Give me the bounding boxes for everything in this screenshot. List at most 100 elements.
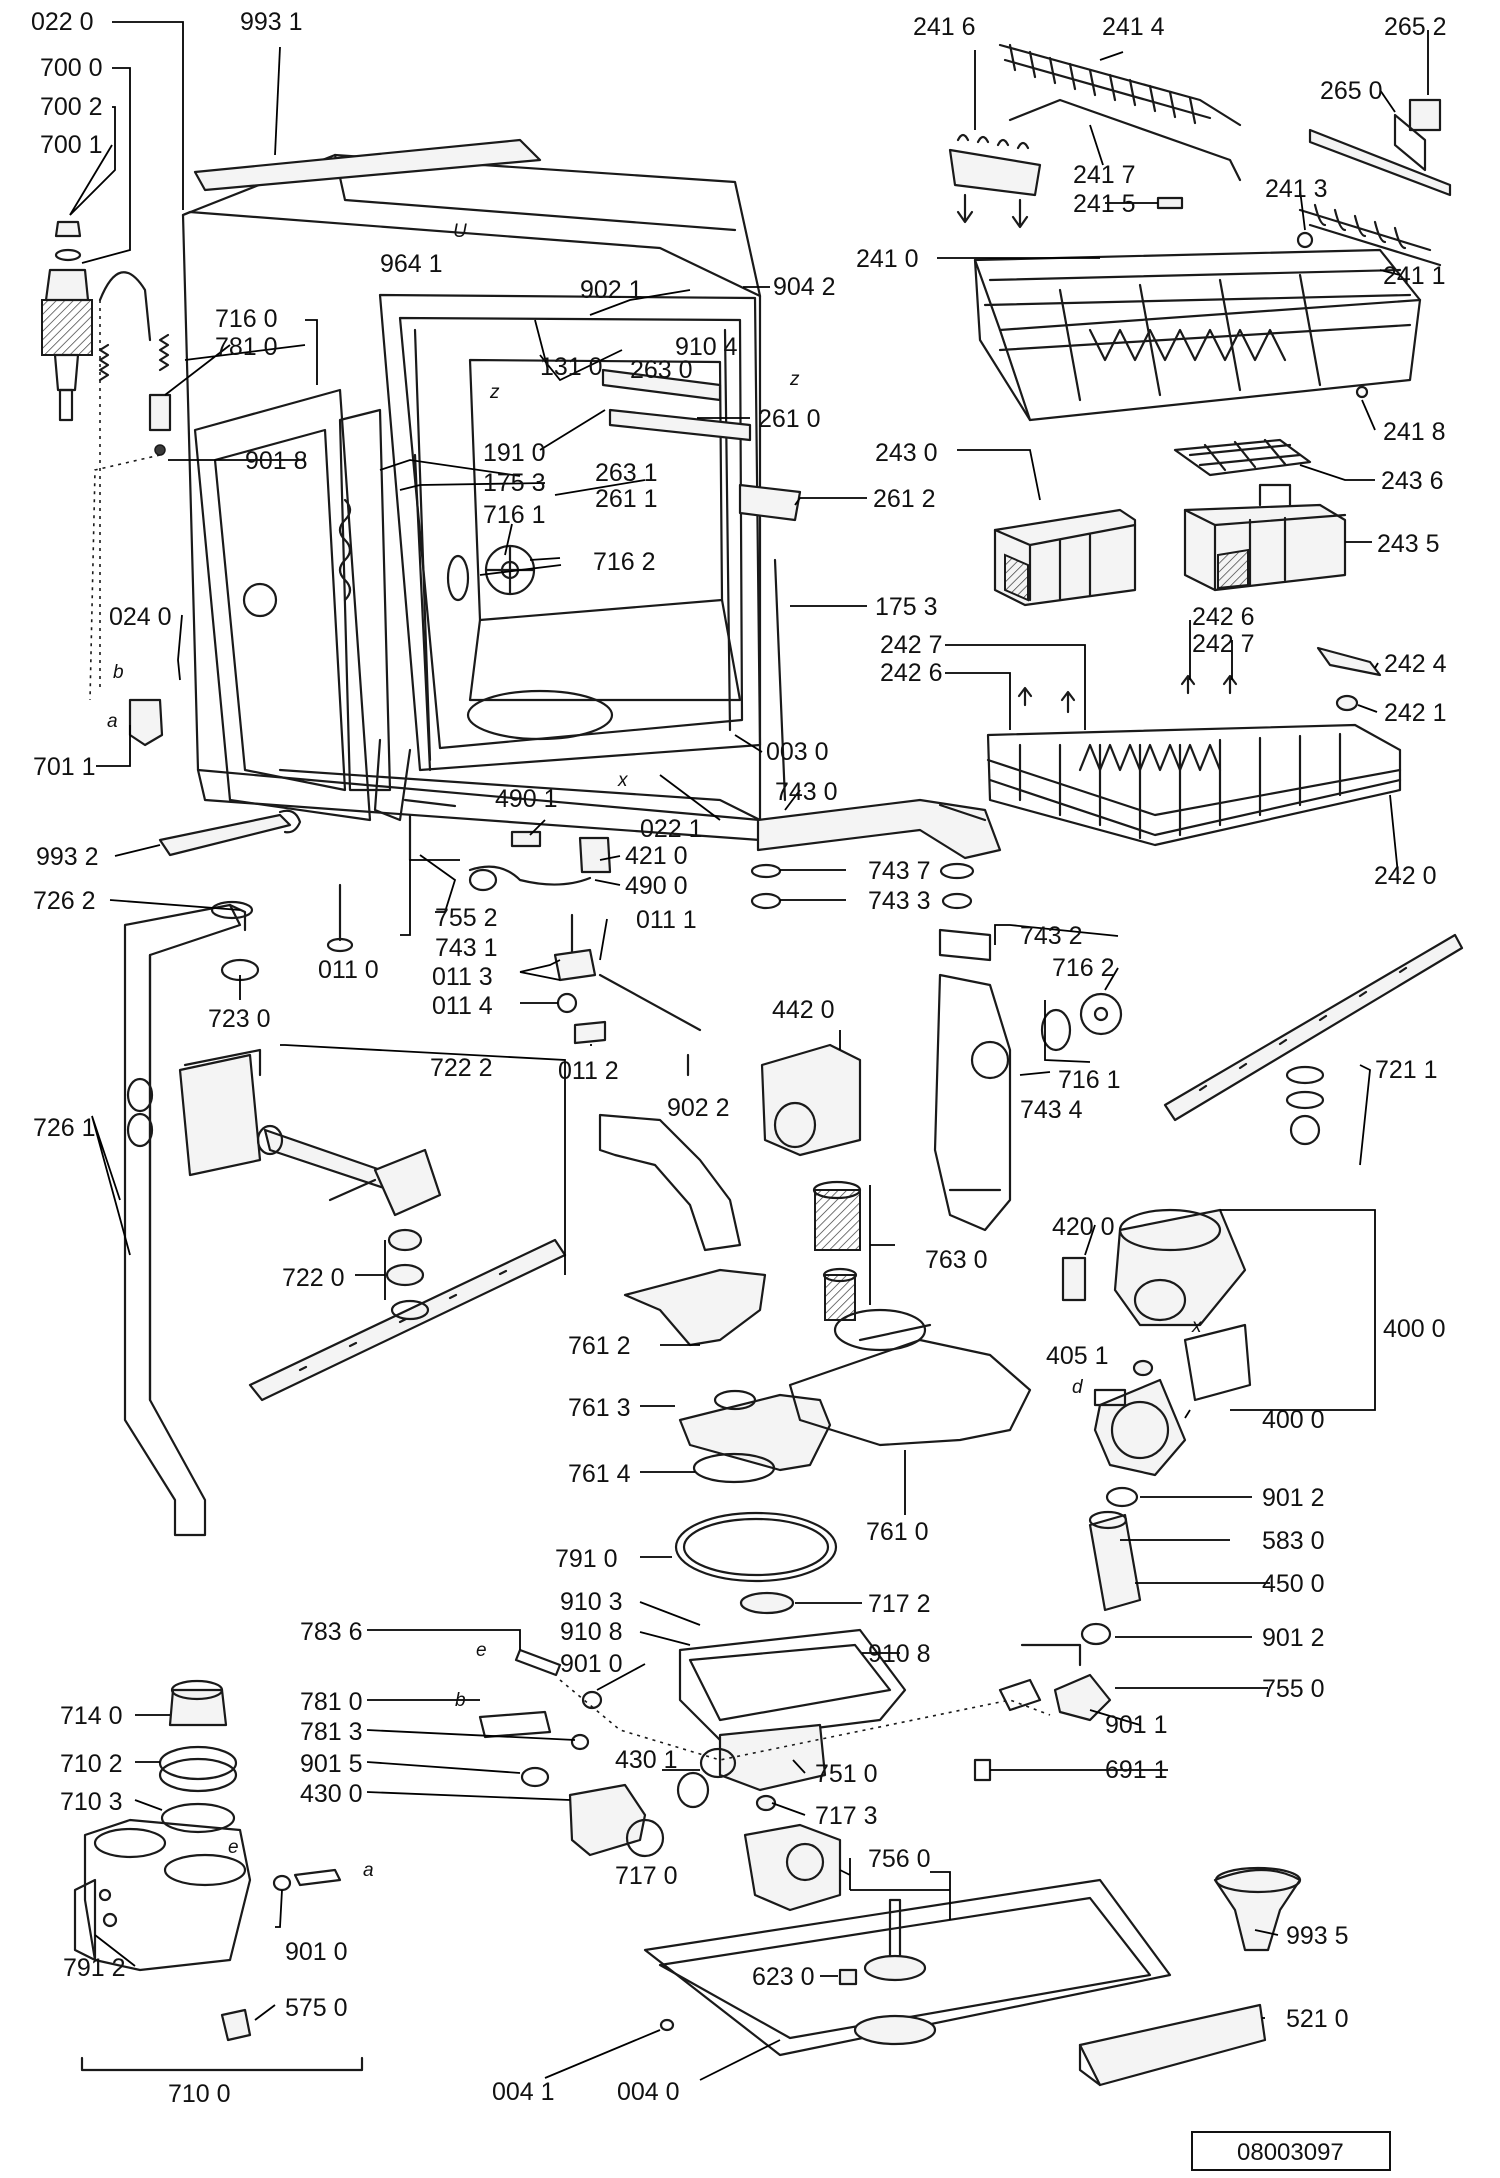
- label-901-0-left: 901 0: [285, 1938, 348, 1966]
- label-265-2: 265 2: [1384, 13, 1447, 41]
- label-241-7: 241 7: [1073, 161, 1136, 189]
- document-number-box: 08003097: [1191, 2131, 1391, 2171]
- label-743-2: 743 2: [1020, 922, 1083, 950]
- lower-basket-assembly: [986, 646, 1402, 847]
- label-241-6: 241 6: [913, 13, 976, 41]
- label-420-0: 420 0: [1052, 1213, 1115, 1241]
- label-743-1: 743 1: [435, 934, 498, 962]
- label-761-4: 761 4: [568, 1460, 631, 1488]
- marker-a-1: a: [107, 711, 118, 732]
- label-783-6: 783 6: [300, 1618, 363, 1646]
- label-691-1: 691 1: [1105, 1756, 1168, 1784]
- label-716-1-top: 716 1: [483, 501, 546, 529]
- label-723-0: 723 0: [208, 1005, 271, 1033]
- label-716-2-top: 716 2: [593, 548, 656, 576]
- label-241-1: 241 1: [1383, 262, 1446, 290]
- label-761-2: 761 2: [568, 1332, 631, 1360]
- label-993-1: 993 1: [240, 8, 303, 36]
- base-plate-assembly: [643, 1866, 1302, 2087]
- label-521-0: 521 0: [1286, 2005, 1349, 2033]
- label-700-2: 700 2: [40, 93, 103, 121]
- marker-e-1: e: [476, 1640, 487, 1661]
- label-450-0: 450 0: [1262, 1570, 1325, 1598]
- label-011-1: 011 1: [636, 906, 697, 934]
- leader-lines: [69, 21, 1429, 2081]
- label-003-0: 003 0: [766, 738, 829, 766]
- label-964-1: 964 1: [380, 250, 443, 278]
- label-756-0: 756 0: [868, 1845, 931, 1873]
- label-910-4: 910 4: [675, 333, 738, 361]
- label-261-2: 261 2: [873, 485, 936, 513]
- label-761-3: 761 3: [568, 1394, 631, 1422]
- upper-basket-assembly: [948, 43, 1452, 422]
- water-duct-and-middle-arm: [123, 900, 567, 1537]
- label-717-3: 717 3: [815, 1802, 878, 1830]
- label-710-0: 710 0: [168, 2080, 231, 2108]
- softener-assembly: [73, 1679, 364, 2072]
- label-430-0: 430 0: [300, 1780, 363, 1808]
- marker-b-2: b: [455, 1690, 466, 1711]
- connection-markers: z z x x a b b e e d a U: [107, 221, 1203, 1881]
- left-valve-parts: [41, 220, 172, 747]
- pump-motor-assembly: [1020, 1208, 1252, 1667]
- label-763-0: 763 0: [925, 1246, 988, 1274]
- label-743-3: 743 3: [868, 887, 931, 915]
- label-583-0: 583 0: [1262, 1527, 1325, 1555]
- label-993-5: 993 5: [1286, 1922, 1349, 1950]
- label-242-0: 242 0: [1374, 862, 1437, 890]
- label-242-6-left: 242 6: [880, 659, 943, 687]
- label-700-1: 700 1: [40, 131, 103, 159]
- label-261-1: 261 1: [595, 485, 658, 513]
- label-242-6-top: 242 6: [1192, 603, 1255, 631]
- label-791-0: 791 0: [555, 1545, 618, 1573]
- label-405-1: 405 1: [1046, 1342, 1109, 1370]
- label-901-8: 901 8: [245, 447, 308, 475]
- label-755-0: 755 0: [1262, 1675, 1325, 1703]
- label-716-1-right: 716 1: [1058, 1066, 1121, 1094]
- label-265-0: 265 0: [1320, 77, 1383, 105]
- label-726-2: 726 2: [33, 887, 96, 915]
- label-901-2-upper: 901 2: [1262, 1484, 1325, 1512]
- label-710-2: 710 2: [60, 1750, 123, 1778]
- label-011-4: 011 4: [432, 992, 493, 1020]
- label-743-7: 743 7: [868, 857, 931, 885]
- label-421-0: 421 0: [625, 842, 688, 870]
- label-442-0: 442 0: [772, 996, 835, 1024]
- label-714-0: 714 0: [60, 1702, 123, 1730]
- label-751-0: 751 0: [815, 1760, 878, 1788]
- label-131-0: 131 0: [540, 353, 603, 381]
- label-910-8-left: 910 8: [560, 1618, 623, 1646]
- label-261-0: 261 0: [758, 405, 821, 433]
- cabinet-body: [98, 138, 802, 842]
- label-781-0: 781 0: [215, 333, 278, 361]
- label-761-0: 761 0: [866, 1518, 929, 1546]
- label-716-2-right: 716 2: [1052, 954, 1115, 982]
- label-901-2-lower: 901 2: [1262, 1624, 1325, 1652]
- label-242-7-left: 242 7: [880, 631, 943, 659]
- sump-assembly: [478, 1511, 1112, 1912]
- label-022-1: 022 1: [640, 815, 703, 843]
- label-743-4: 743 4: [1020, 1096, 1083, 1124]
- marker-z-2: z: [789, 369, 800, 390]
- marker-b-1: b: [113, 662, 124, 683]
- label-175-3-top: 175 3: [483, 469, 546, 497]
- centre-tubes-and-filters: [598, 798, 1123, 1484]
- marker-x-1: x: [617, 770, 629, 791]
- label-242-1: 242 1: [1384, 699, 1447, 727]
- label-902-2: 902 2: [667, 1094, 730, 1122]
- label-710-3: 710 3: [60, 1788, 123, 1816]
- label-623-0: 623 0: [752, 1963, 815, 1991]
- marker-d-1: d: [1072, 1377, 1084, 1398]
- label-243-0: 243 0: [875, 439, 938, 467]
- upper-spray-arm: [1163, 933, 1464, 1146]
- label-717-0: 717 0: [615, 1862, 678, 1890]
- label-175-3-right: 175 3: [875, 593, 938, 621]
- label-902-1: 902 1: [580, 276, 643, 304]
- label-241-8: 241 8: [1383, 418, 1446, 446]
- marker-a-2: a: [363, 1860, 374, 1881]
- label-191-0: 191 0: [483, 439, 546, 467]
- marker-u-1: U: [453, 221, 467, 242]
- label-716-0: 716 0: [215, 305, 278, 333]
- label-242-7-right: 242 7: [1192, 630, 1255, 658]
